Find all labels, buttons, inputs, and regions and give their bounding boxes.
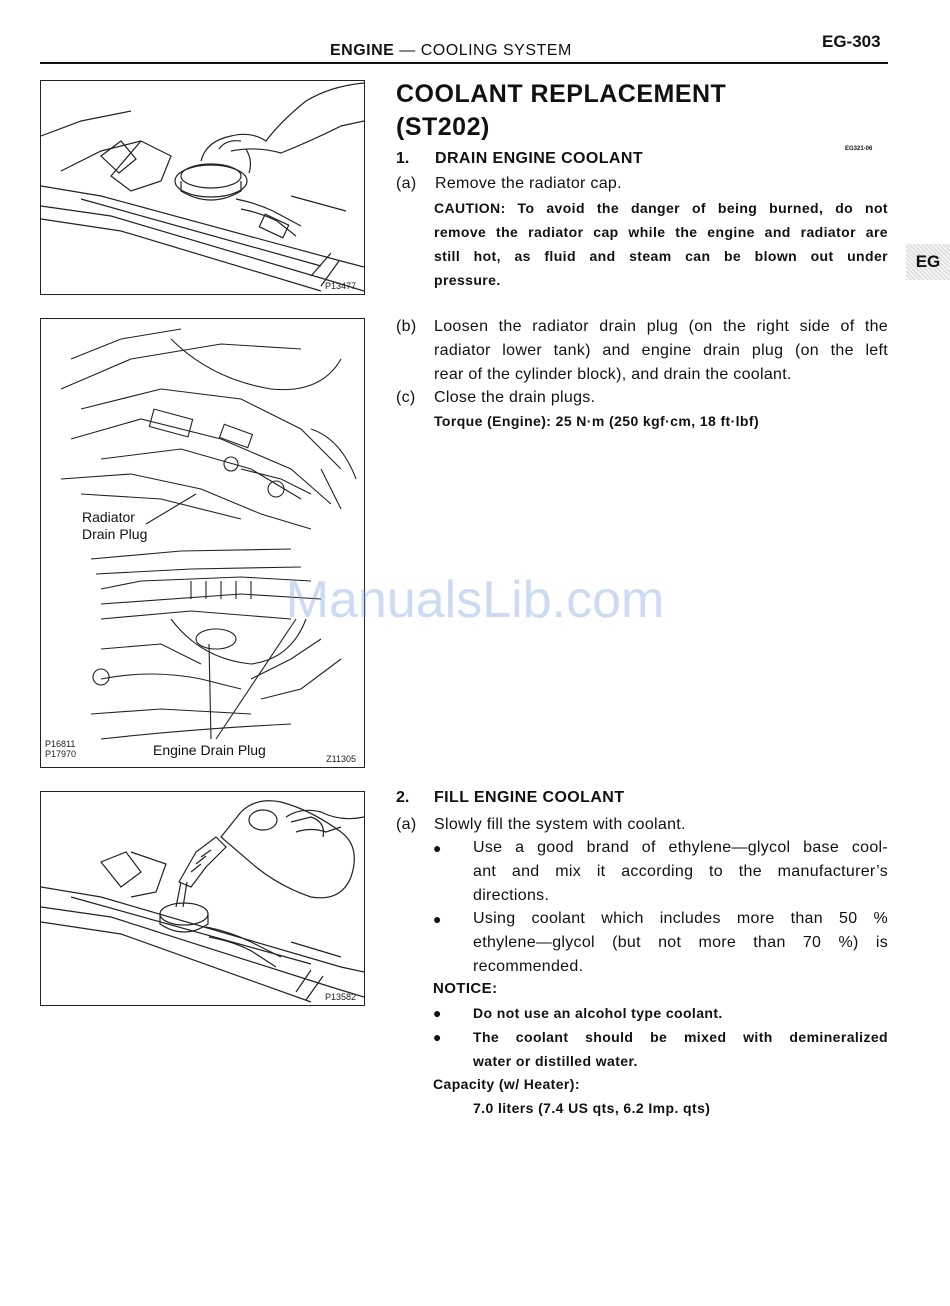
figure-code-left: P16811 P17970 (45, 739, 77, 759)
section-tab: EG (906, 244, 950, 280)
capacity-value: 7.0 liters (7.4 US qts, 6.2 Imp. qts) (473, 1100, 711, 1116)
reference-code: EG321-06 (845, 146, 873, 152)
bullet-2-symbol: ● (433, 911, 442, 927)
section-tab-label: EG (915, 252, 941, 271)
step-1c-text: Close the drain plugs. (434, 389, 596, 406)
radiator-cap-illustration (41, 82, 364, 292)
torque-spec: Torque (Engine): 25 N·m (250 kgf·cm, 18 … (434, 413, 760, 429)
figure-fill-coolant: P13582 (40, 791, 365, 1006)
header-subsection: COOLING SYSTEM (420, 42, 572, 59)
step-2a-label: (a) (396, 816, 417, 833)
figure-code-right: Z11305 (326, 754, 356, 764)
step-1-title: DRAIN ENGINE COOLANT (435, 150, 643, 167)
page-title: COOLANT REPLACEMENT (ST202) (396, 80, 727, 141)
figure-code: P13582 (324, 992, 356, 1002)
notice-1-symbol: ● (433, 1005, 442, 1021)
figure-radiator-cap: P13477 (40, 80, 365, 295)
callout-radiator-drain-plug: Radiator Drain Plug (82, 509, 148, 542)
figure-drain-plugs: Radiator Drain Plug Engine Drain Plug P1… (40, 318, 365, 768)
header-section: ENGINE (330, 42, 395, 59)
callout-engine-drain-plug: Engine Drain Plug (153, 742, 266, 758)
step-1a-text: Remove the radiator cap. (435, 175, 622, 192)
step-1c-label: (c) (396, 389, 416, 406)
caution-block: CAUTION: To avoid the danger of being bu… (434, 200, 888, 288)
notice-2-symbol: ● (433, 1029, 442, 1045)
step-2-title: FILL ENGINE COOLANT (434, 789, 625, 806)
bullet-2-text: Using coolant which includes more than 5… (473, 910, 888, 975)
header-rule (40, 62, 888, 64)
step-1b-label: (b) (396, 318, 417, 335)
fill-coolant-illustration (41, 800, 364, 1003)
figure-code: P13477 (324, 281, 356, 291)
step-1b-text: Loosen the radiator drain plug (on the r… (434, 318, 888, 383)
notice-1-text: Do not use an alcohol type coolant. (473, 1005, 723, 1021)
step-2-number: 2. (396, 789, 410, 806)
drain-plugs-illustration (60, 328, 357, 740)
step-1a-label: (a) (396, 175, 417, 192)
notice-label: NOTICE: (433, 980, 498, 997)
watermark: ManualsLib.com (285, 571, 665, 629)
step-1-number: 1. (396, 150, 410, 167)
bullet-1-text: Use a good brand of ethylene—glycol base… (473, 839, 888, 904)
page-number: EG-303 (822, 32, 881, 51)
running-header: ENGINE — COOLING SYSTEM (330, 42, 572, 60)
bullet-1-symbol: ● (433, 840, 442, 856)
step-2a-text: Slowly fill the system with coolant. (434, 816, 686, 833)
header-dash: — (399, 42, 416, 59)
capacity-label: Capacity (w/ Heater): (433, 1076, 580, 1092)
notice-2-text: The coolant should be mixed with deminer… (473, 1029, 888, 1069)
